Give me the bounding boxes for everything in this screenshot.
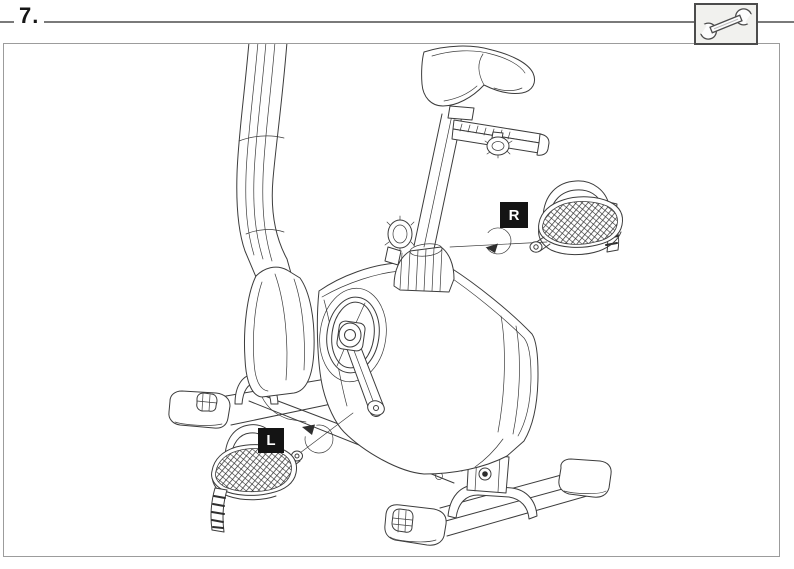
- handlebar-mast: [236, 44, 315, 423]
- bike-illustration: [168, 44, 623, 546]
- illustration-frame: R L: [3, 43, 780, 557]
- crank-arm: [343, 334, 385, 417]
- header-rule: [0, 21, 794, 23]
- right-pedal-label: R: [500, 202, 528, 228]
- arrowhead-left: [302, 424, 315, 435]
- left-pedal-strap-end: [210, 487, 228, 533]
- required-tool-box: [694, 3, 758, 45]
- front-shroud: [244, 266, 315, 398]
- left-pedal-label: L: [258, 428, 284, 453]
- right-pedal-axle: [529, 241, 543, 253]
- left-pedal: [210, 424, 303, 533]
- arrowhead-right: [485, 243, 498, 253]
- seat-tube-collar: [384, 215, 455, 293]
- right-pedal: [529, 180, 623, 256]
- saddle-assembly: [413, 45, 550, 250]
- rotation-arrow-right: [449, 227, 548, 255]
- saddle: [421, 45, 536, 107]
- wrench-icon: [694, 8, 758, 40]
- flywheel: [326, 296, 385, 417]
- step-number: 7.: [14, 3, 45, 29]
